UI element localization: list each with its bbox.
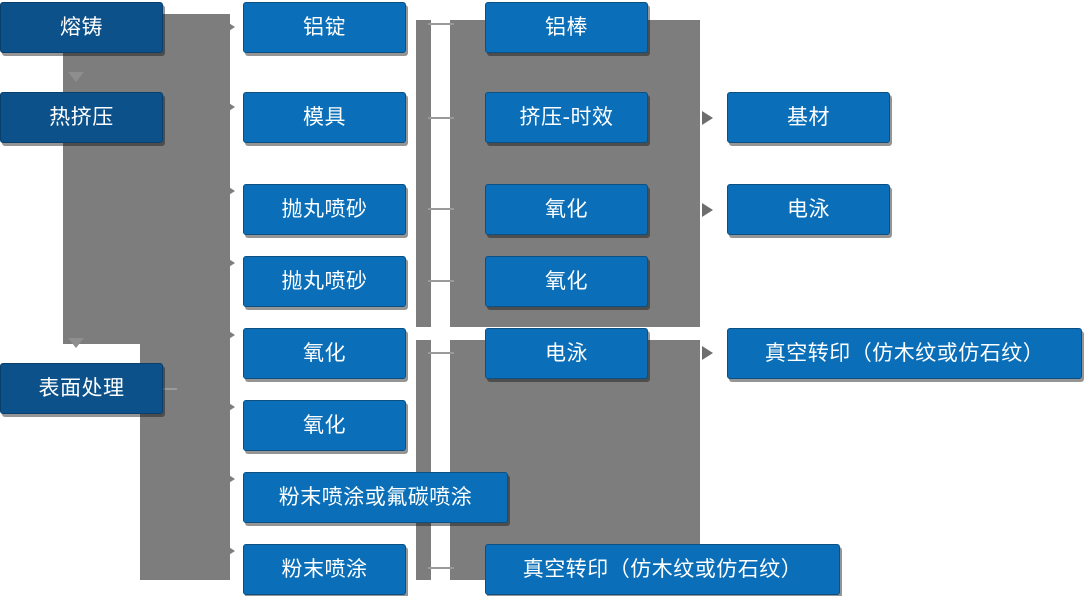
tie-line-4	[428, 352, 454, 354]
node-oxidation-c3-2[interactable]: 氧化	[485, 252, 653, 307]
arrow-to-node-c4-2	[702, 346, 713, 360]
tie-line-3	[428, 280, 454, 282]
tie-line-5	[428, 567, 454, 569]
arrow-to-node-c4-0	[702, 111, 713, 125]
arrow-to-node-c2-3	[224, 256, 235, 270]
node-vacuum-transfer-c3[interactable]: 真空转印（仿木纹或仿石纹）	[485, 540, 845, 595]
arrow-to-node-c2-2	[224, 184, 235, 198]
tie-line-2	[428, 208, 454, 210]
node-oxidation-c3-1[interactable]: 氧化	[485, 180, 653, 235]
connector-riser-mid-upper	[416, 20, 431, 327]
node-powder-or-fluorocarbon-coating[interactable]: 粉末喷涂或氟碳喷涂	[243, 468, 513, 523]
connector-block-mid-lower	[450, 340, 700, 580]
node-shot-blasting-1[interactable]: 抛丸喷砂	[243, 180, 411, 235]
node-electrophoresis-c4[interactable]: 电泳	[727, 180, 895, 235]
node-powder-coating[interactable]: 粉末喷涂	[243, 540, 411, 595]
arrow-to-node-c2-5	[224, 400, 235, 414]
connector-stub-upper-left	[63, 14, 173, 344]
arrow-to-node-c4-1	[702, 203, 713, 217]
node-surface-treatment[interactable]: 表面处理	[0, 363, 163, 414]
node-mold[interactable]: 模具	[243, 88, 411, 143]
connector-line-surface	[163, 388, 177, 390]
arrow-down-to-hot-extrusion	[68, 72, 84, 82]
connector-trunk-left	[167, 14, 230, 580]
node-vacuum-transfer-c4[interactable]: 真空转印（仿木纹或仿石纹）	[727, 324, 1084, 379]
arrow-down-to-surface-treatment	[68, 338, 84, 348]
node-substrate[interactable]: 基材	[727, 88, 895, 143]
connector-riser-mid-lower	[416, 340, 431, 580]
arrow-to-node-c2-1	[224, 100, 235, 114]
node-aluminum-bar[interactable]: 铝棒	[485, 0, 653, 53]
tie-line-1	[428, 117, 454, 119]
node-electrophoresis-c3[interactable]: 电泳	[485, 324, 653, 379]
node-shot-blasting-2[interactable]: 抛丸喷砂	[243, 252, 411, 307]
tie-line-0	[428, 23, 454, 25]
arrow-to-node-c2-6	[224, 472, 235, 486]
node-hot-extrusion[interactable]: 热挤压	[0, 92, 163, 143]
node-melting-casting[interactable]: 熔铸	[0, 2, 163, 53]
node-oxidation-c2-2[interactable]: 氧化	[243, 396, 411, 451]
node-oxidation-c2-1[interactable]: 氧化	[243, 324, 411, 379]
node-extrusion-aging[interactable]: 挤压-时效	[485, 88, 653, 143]
arrow-to-node-c2-4	[224, 328, 235, 342]
arrow-to-node-c2-7	[224, 544, 235, 558]
arrow-to-node-c2-0	[224, 20, 235, 34]
node-aluminum-ingot[interactable]: 铝锭	[243, 0, 411, 53]
